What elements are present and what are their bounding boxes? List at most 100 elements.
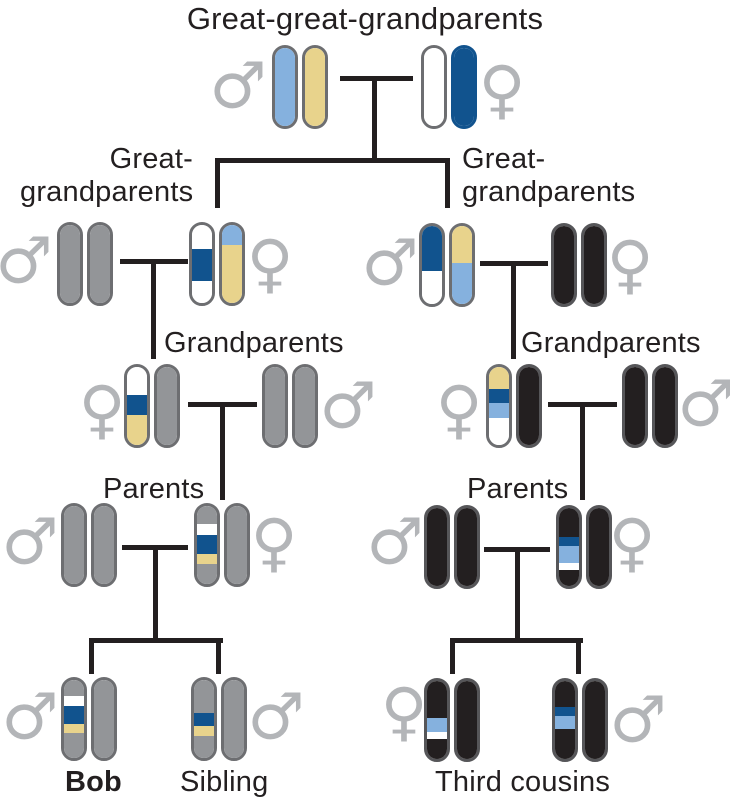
connector-line xyxy=(576,638,581,674)
grandmother-left-chromosome-pair xyxy=(124,364,180,448)
chromosome-segment-black xyxy=(519,367,539,445)
label-sibling: Sibling xyxy=(180,766,269,798)
chromosome-segment-darkblue xyxy=(422,226,442,272)
chromosome-segment-white xyxy=(422,271,442,304)
male-symbol-icon: ♂ xyxy=(1,680,59,755)
chromosome-segment-gray xyxy=(194,680,214,713)
chromosome-segment-gray xyxy=(157,367,177,445)
chromosome xyxy=(221,677,247,761)
chromosome xyxy=(154,364,180,448)
chromosome-segment-black xyxy=(457,508,477,586)
grandfather-left-chromosome-pair xyxy=(262,364,318,448)
label-grandparents-left: Grandparents xyxy=(164,327,344,359)
female-symbol-icon: ♀ xyxy=(246,227,294,302)
chromosome-segment-gray xyxy=(60,225,80,303)
father-right-chromosome-pair xyxy=(424,505,480,589)
female-symbol-icon: ♀ xyxy=(606,228,654,303)
label-parents-right: Parents xyxy=(467,473,569,505)
chromosome-segment-lightblue xyxy=(489,402,509,418)
chromosome-segment-white xyxy=(192,281,212,303)
chromosome xyxy=(419,223,445,307)
chromosome-segment-tan xyxy=(489,367,509,389)
chromosome xyxy=(582,678,608,762)
connector-line xyxy=(89,638,94,674)
title-great-great-grandparents: Great-great-grandparents xyxy=(186,1,544,36)
connector-line xyxy=(220,402,225,500)
chromosome xyxy=(652,364,678,448)
chromosome xyxy=(302,45,328,129)
female-symbol-icon: ♀ xyxy=(608,506,656,581)
chromosome-segment-lightblue xyxy=(222,225,242,246)
chromosome-segment-darkblue xyxy=(192,249,212,282)
chromosome-segment-lightblue xyxy=(275,48,295,126)
chromosome-segment-white xyxy=(427,732,447,739)
chromosome xyxy=(91,677,117,761)
chromosome-segment-black xyxy=(589,508,609,586)
chromosome-segment-tan xyxy=(197,553,217,565)
chromosome-segment-white xyxy=(197,523,217,535)
sibling-chromosome-pair xyxy=(191,677,247,761)
chromosome-segment-black xyxy=(655,367,675,445)
male-symbol-icon: ♂ xyxy=(247,680,305,755)
chromosome-segment-tan xyxy=(452,226,472,263)
chromosome-segment-gray xyxy=(194,736,214,758)
chromosome-segment-white xyxy=(127,367,147,396)
chromosome xyxy=(272,45,298,129)
female-symbol-icon: ♀ xyxy=(380,675,428,750)
chromosome-segment-gray xyxy=(295,367,315,445)
label-parents-left: Parents xyxy=(103,473,205,505)
chromosome-segment-darkblue xyxy=(127,395,147,416)
chromosome-segment-gray xyxy=(64,680,84,697)
chromosome xyxy=(424,505,450,589)
chromosome xyxy=(586,505,612,589)
chromosome-segment-gray xyxy=(64,506,84,584)
chromosome-segment-tan xyxy=(194,726,214,737)
male-symbol-icon: ♂ xyxy=(677,367,730,442)
great-grandmother-left-chromosome-pair xyxy=(189,222,245,306)
connector-line xyxy=(372,76,377,163)
chromosome-segment-black xyxy=(555,681,575,707)
chromosome xyxy=(91,503,117,587)
connector-line xyxy=(216,638,221,674)
chromosome-segment-gray xyxy=(265,367,285,445)
chromosome xyxy=(451,45,477,129)
chromosome-segment-black xyxy=(427,681,447,719)
chromosome xyxy=(454,678,480,762)
connector-line xyxy=(215,158,220,208)
mother-left-chromosome-pair xyxy=(194,503,250,587)
great-grandfather-right-chromosome-pair xyxy=(419,223,475,307)
chromosome xyxy=(421,45,447,129)
chromosome-segment-black xyxy=(457,681,477,759)
chromosome-segment-darkblue xyxy=(194,712,214,726)
chromosome xyxy=(556,505,582,589)
chromosome-segment-lightblue xyxy=(427,718,447,733)
female-symbol-icon: ♀ xyxy=(78,373,126,448)
chromosome-segment-lightblue xyxy=(559,546,579,564)
chromosome xyxy=(581,223,607,307)
male-symbol-icon: ♂ xyxy=(361,226,419,301)
label-third-cousins: Third cousins xyxy=(435,766,611,798)
female-symbol-icon: ♀ xyxy=(478,53,526,128)
grandmother-right-chromosome-pair xyxy=(486,364,542,448)
third-cousin-female-chromosome-pair xyxy=(424,678,480,762)
chromosome-segment-gray xyxy=(94,506,114,584)
chromosome-segment-gray xyxy=(90,225,110,303)
connector-line xyxy=(445,158,450,208)
chromosome xyxy=(189,222,215,306)
chromosome-segment-black xyxy=(555,728,575,759)
chromosome-segment-gray xyxy=(197,506,217,524)
chromosome-segment-darkblue xyxy=(559,536,579,547)
connector-line xyxy=(515,547,520,640)
male-symbol-icon: ♂ xyxy=(209,49,267,124)
chromosome xyxy=(292,364,318,448)
chromosome-segment-gray xyxy=(224,680,244,758)
chromosome-segment-lightblue xyxy=(555,716,575,729)
chromosome xyxy=(486,364,512,448)
chromosome-segment-black xyxy=(584,226,604,304)
label-bob: Bob xyxy=(65,766,122,798)
connector-line xyxy=(511,261,516,359)
label-great-grandparents-right: Great- grandparents xyxy=(462,143,636,208)
chromosome-segment-lightblue xyxy=(452,262,472,304)
connector-line xyxy=(153,545,158,640)
